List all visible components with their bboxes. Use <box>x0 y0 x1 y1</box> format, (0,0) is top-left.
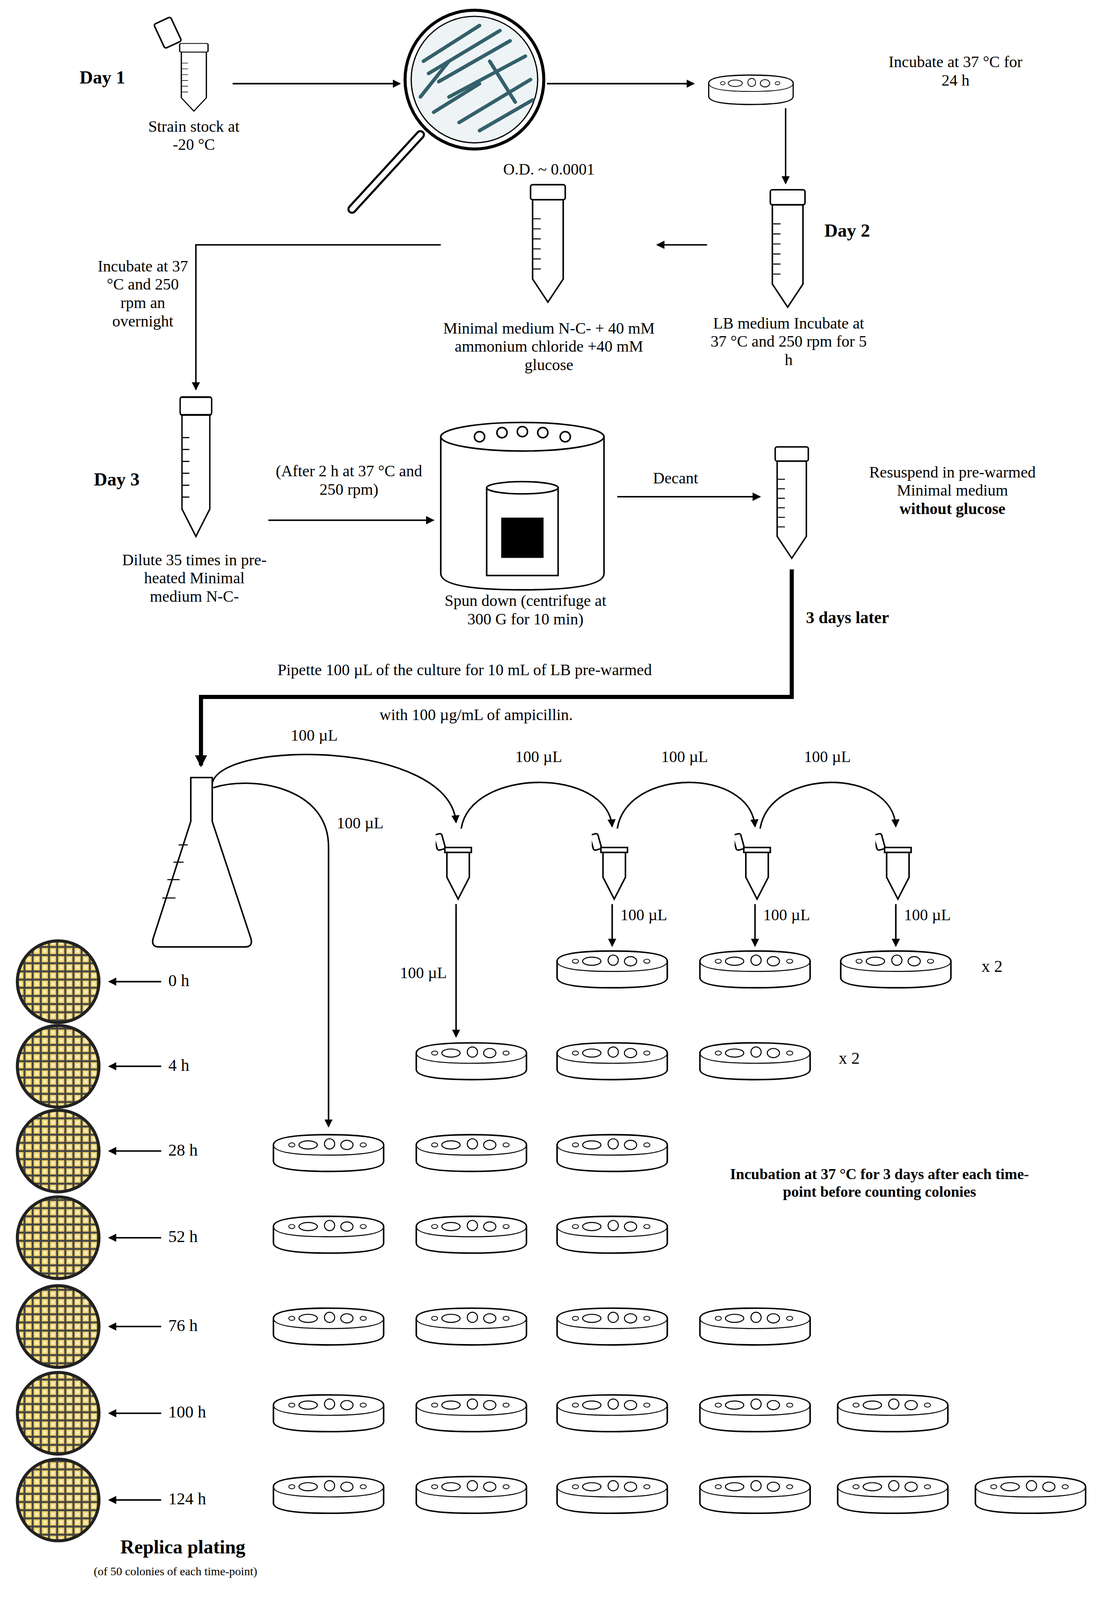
transfer-arrows <box>212 754 897 1127</box>
time-point-label: 76 h <box>168 1316 198 1336</box>
step-text: Dilute 35 times in pre-heated Minimal me… <box>120 551 269 607</box>
time-point-label: 124 h <box>168 1489 207 1509</box>
step-node: Strain stock at -20 °C <box>142 12 245 155</box>
transfer-arrow <box>201 569 792 766</box>
note-label: Replica plating <box>120 1536 246 1559</box>
step-node: Spun down (centrifuge at 300 G for 10 mi… <box>433 420 618 629</box>
step-node: O.D. ~ 0.0001Minimal medium N-C- + 40 mM… <box>440 158 657 375</box>
time-point-label: 0 h <box>168 971 190 991</box>
transfer-note: Pipette 100 µL of the culture for 10 mL … <box>277 661 652 680</box>
transfer-note: with 100 µg/mL of ampicillin. <box>379 705 573 725</box>
volume-label: 100 µL <box>336 814 384 833</box>
volume-label: 100 µL <box>515 747 563 767</box>
dilution-tube <box>873 833 911 900</box>
dilution-tube <box>589 833 628 900</box>
replicate-label: x 2 <box>838 1048 860 1069</box>
time-point-label: 52 h <box>168 1227 198 1247</box>
step-text: Spun down (centrifuge at 300 G for 10 mi… <box>433 591 618 629</box>
note-label: (of 50 colonies of each time-point) <box>73 1565 278 1579</box>
petri-dish <box>708 75 793 105</box>
day-label: Day 2 <box>824 220 871 242</box>
step-text: Minimal medium N-C- + 40 mM ammonium chl… <box>440 319 657 375</box>
time-point-label: 28 h <box>168 1140 198 1161</box>
volume-label: 100 µL <box>290 726 338 746</box>
volume-label: 100 µL <box>763 906 811 925</box>
time-arrows <box>109 981 162 1501</box>
dilution-tube <box>433 833 472 900</box>
note-label: Incubation at 37 °C for 3 days after eac… <box>726 1166 1033 1201</box>
time-note: 3 days later <box>805 608 889 628</box>
volume-label: 100 µL <box>904 906 952 925</box>
centrifuge <box>440 422 604 591</box>
plate-rows <box>273 951 1086 1514</box>
edge-label: Incubate at 37 °C and 250 rpm an overnig… <box>94 257 192 331</box>
flow-arrow <box>268 519 434 522</box>
step-text: LB medium Incubate at 37 °C and 250 rpm … <box>707 314 871 370</box>
stock-tube <box>153 16 208 112</box>
step-text: Resuspend in pre-warmed Minimal medium <box>847 463 1059 500</box>
minimal-tube <box>530 184 566 303</box>
step-node: Resuspend in pre-warmed Minimal mediumwi… <box>760 440 1059 569</box>
step-text: O.D. ~ 0.0001 <box>440 160 657 179</box>
flow-arrow <box>784 108 787 184</box>
step-text: without glucose <box>847 499 1059 519</box>
flow-arrow <box>656 244 707 246</box>
step-node: Incubate at 37 °C for 24 h <box>701 49 1031 109</box>
flow-arrow <box>617 496 761 498</box>
flow-arrow <box>546 83 694 85</box>
resuspended-tube <box>775 447 809 559</box>
day-label: Day 1 <box>79 67 126 89</box>
flow-arrow <box>232 83 401 85</box>
flask <box>152 777 252 948</box>
step-text: Strain stock at -20 °C <box>142 117 245 155</box>
flow-arrow <box>196 244 441 390</box>
volume-label: 100 µL <box>620 906 668 925</box>
volume-label: 100 µL <box>400 964 448 983</box>
time-point-label: 4 h <box>168 1056 190 1076</box>
day-label: Day 3 <box>94 469 140 491</box>
time-point-label: 100 h <box>168 1402 207 1423</box>
replicate-label: x 2 <box>981 956 1003 977</box>
replica-plates <box>17 941 99 1542</box>
edge-label: (After 2 h at 37 °C and 250 rpm) <box>273 462 425 499</box>
step-node: LB medium Incubate at 37 °C and 250 rpm … <box>707 183 871 370</box>
volume-label: 100 µL <box>661 747 709 767</box>
dilution-tube <box>180 397 212 537</box>
step-text: Incubate at 37 °C for 24 h <box>880 52 1031 90</box>
magnifier-streak-plate <box>352 10 544 210</box>
lb-tube <box>770 189 806 308</box>
dilution-tube <box>732 833 771 900</box>
edge-label: Decant <box>653 469 699 488</box>
step-node: Dilute 35 times in pre-heated Minimal me… <box>120 389 269 607</box>
volume-label: 100 µL <box>803 747 851 767</box>
